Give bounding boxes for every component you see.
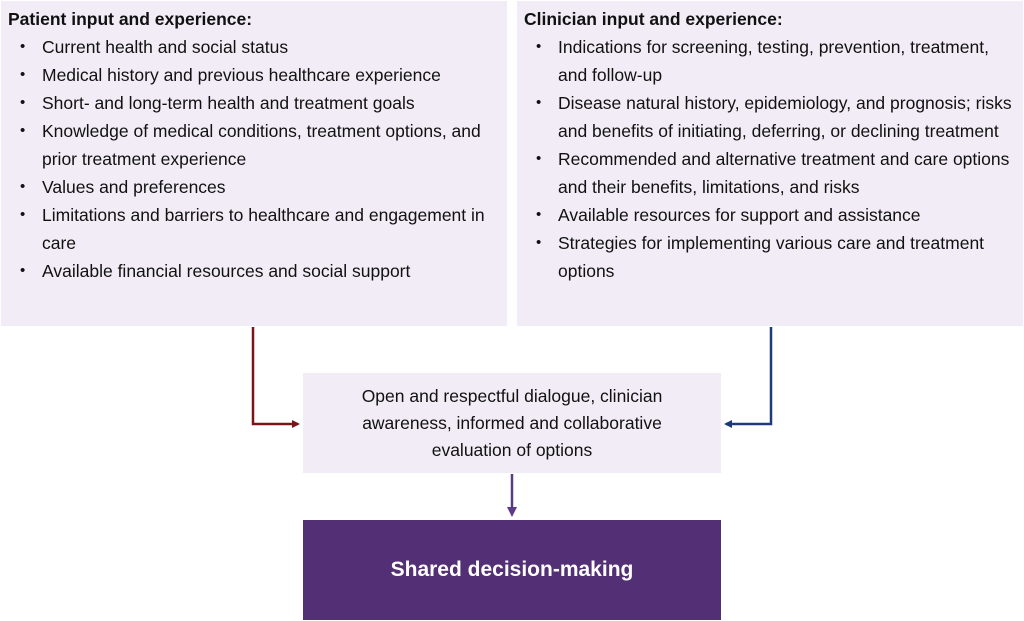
dialogue-box: Open and respectful dialogue, clinician … [303,373,721,473]
clinician-item: Indications for screening, testing, prev… [524,33,1016,89]
patient-item: Limitations and barriers to healthcare a… [8,201,500,257]
clinician-item: Available resources for support and assi… [524,201,1016,229]
patient-items-list: Current health and social status Medical… [8,33,500,285]
patient-item: Values and preferences [8,173,500,201]
clinician-items-list: Indications for screening, testing, prev… [524,33,1016,285]
clinician-item: Recommended and alternative treatment an… [524,145,1016,201]
clinician-item: Disease natural history, epidemiology, a… [524,89,1016,145]
patient-item: Short- and long-term health and treatmen… [8,89,500,117]
clinician-to-dialogue-arrow [724,327,773,428]
shared-decision-making-label: Shared decision-making [390,558,634,581]
dialogue-text: Open and respectful dialogue, clinician … [361,385,663,460]
clinician-input-panel: Clinician input and experience: Indicati… [517,1,1023,326]
patient-input-panel: Patient input and experience: Current he… [1,1,507,326]
patient-panel-title: Patient input and experience: [8,9,253,29]
clinician-item: Strategies for implementing various care… [524,229,1016,285]
patient-item: Available financial resources and social… [8,257,500,285]
patient-item: Knowledge of medical conditions, treatme… [8,117,500,173]
shared-decision-making-box: Shared decision-making [303,520,721,620]
clinician-panel-title: Clinician input and experience: [524,9,783,29]
patient-item: Current health and social status [8,33,500,61]
patient-item: Medical history and previous healthcare … [8,61,500,89]
patient-to-dialogue-arrow [251,327,300,428]
